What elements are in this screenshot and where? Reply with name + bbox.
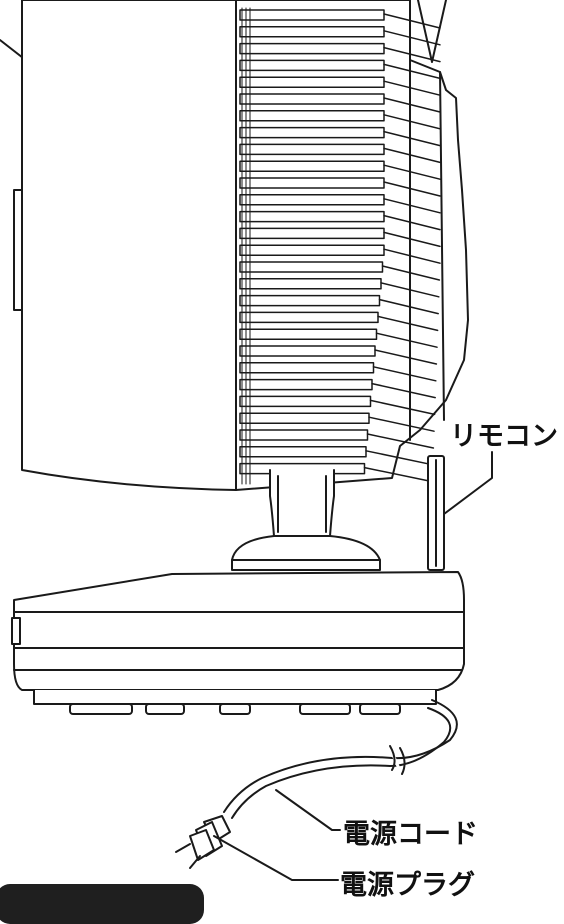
leader-line-cord xyxy=(275,789,341,831)
grille-slat-edge xyxy=(383,231,441,248)
grille-slat xyxy=(239,378,373,391)
power-cord xyxy=(223,699,458,819)
grille-slat-edge xyxy=(383,13,441,29)
power-plug xyxy=(175,815,231,869)
grille-slat-edge xyxy=(383,248,441,264)
grille-slat xyxy=(239,244,385,256)
grille-slat-edge xyxy=(383,30,441,46)
grille-slat-edge xyxy=(372,366,437,382)
remote-control xyxy=(427,455,445,571)
grille-slat-edge xyxy=(374,349,438,365)
grille-slat-edge xyxy=(383,147,441,164)
grille-slat xyxy=(239,278,382,290)
grille-slat-edge xyxy=(383,198,441,214)
grille-slat-edge xyxy=(368,416,435,432)
remote-control-label: リモコン xyxy=(450,421,558,452)
grille-slat xyxy=(239,345,376,357)
grille-slat-edge xyxy=(383,80,441,96)
grille-slat xyxy=(239,429,369,441)
grille-slat xyxy=(239,395,372,408)
grille-slat xyxy=(239,9,385,21)
grille-slat-edge xyxy=(378,298,439,315)
grille-slat xyxy=(239,76,385,88)
grille-slat-edge xyxy=(377,315,439,332)
grille-slat-edge xyxy=(366,433,435,449)
fan-base xyxy=(11,571,465,715)
grille-slat-edge xyxy=(383,181,441,197)
power-cord-label: 電源コード xyxy=(343,819,478,850)
grille-slat xyxy=(239,362,375,374)
grille-slat-edge xyxy=(363,466,433,483)
leader-line-remote xyxy=(443,451,493,515)
grille-slat xyxy=(239,294,381,307)
grille-slat-edge xyxy=(383,63,441,80)
stand-neck xyxy=(231,469,381,571)
grille-slat-edge xyxy=(383,46,441,63)
grille-slat-edge xyxy=(371,382,436,399)
grille-slat-edge xyxy=(383,130,441,147)
grille-slat xyxy=(239,143,385,156)
grille-slat xyxy=(239,194,385,206)
grille-slat-edge xyxy=(383,164,441,180)
grille-slat xyxy=(239,311,379,324)
fan-body xyxy=(13,0,237,491)
grille-slat xyxy=(239,26,385,38)
grille-slat xyxy=(239,59,385,72)
section-tab xyxy=(0,884,204,924)
fan-diagram xyxy=(0,0,493,881)
grille-slat xyxy=(239,126,385,139)
leader-pointer-top xyxy=(417,0,447,63)
grille-slat-edge xyxy=(365,450,434,466)
grille-slat xyxy=(239,160,385,172)
grille-slat xyxy=(239,93,385,105)
grille-slat xyxy=(239,227,385,240)
grille-slat-edge xyxy=(383,214,441,231)
grille-slat xyxy=(239,261,384,273)
grille-slat xyxy=(239,110,385,122)
leader-line-plug xyxy=(213,835,339,881)
grille-slat xyxy=(239,328,378,340)
grille-slat-edge xyxy=(383,97,441,113)
grille-slat xyxy=(239,42,385,55)
grille-slat-edge xyxy=(369,399,436,416)
grille-slat-edge xyxy=(383,114,441,130)
grille-slat-edge xyxy=(375,332,438,348)
fan-grille xyxy=(239,7,441,485)
grille-slat xyxy=(239,446,367,458)
power-plug-label: 電源プラグ xyxy=(340,870,475,901)
grille-slat xyxy=(239,210,385,223)
grille-slat xyxy=(239,412,370,424)
grille-slat xyxy=(239,177,385,189)
